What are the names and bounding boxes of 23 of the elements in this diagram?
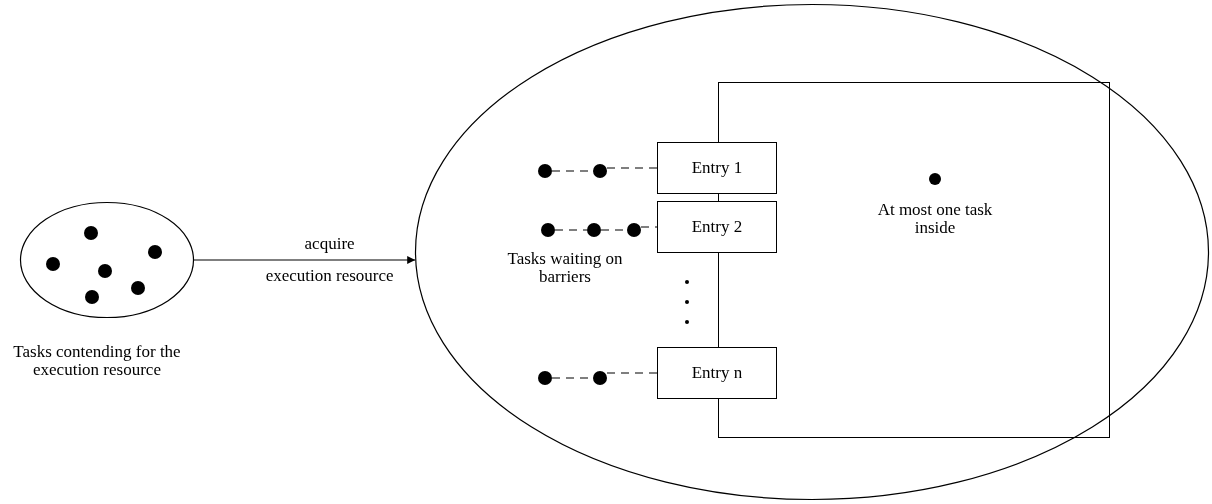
dashed-line (554, 229, 588, 231)
task-dot (593, 371, 607, 385)
note-label: Tasks waiting on barriers (506, 250, 624, 286)
monitor-ellipse (415, 4, 1209, 500)
entry-box (657, 201, 777, 253)
dashed-line (606, 167, 658, 169)
arrow (193, 256, 416, 264)
entry-label: Entry n (690, 364, 744, 382)
task-dot (627, 223, 641, 237)
dashed-line (606, 372, 658, 374)
task-dot (538, 164, 552, 178)
pool-label: Tasks contending for the execution resource (12, 343, 182, 379)
entry-label: Entry 2 (690, 218, 744, 236)
room-note: At most one task inside (876, 201, 994, 237)
task-dot (541, 223, 555, 237)
entry-label: Entry 1 (690, 159, 744, 177)
entry-box (657, 347, 777, 399)
dashed-line (640, 226, 658, 228)
task-dot (538, 371, 552, 385)
task-dot (587, 223, 601, 237)
edge-label: acquire execution resource (265, 233, 394, 287)
task-dot (593, 164, 607, 178)
entry-box (657, 142, 777, 194)
